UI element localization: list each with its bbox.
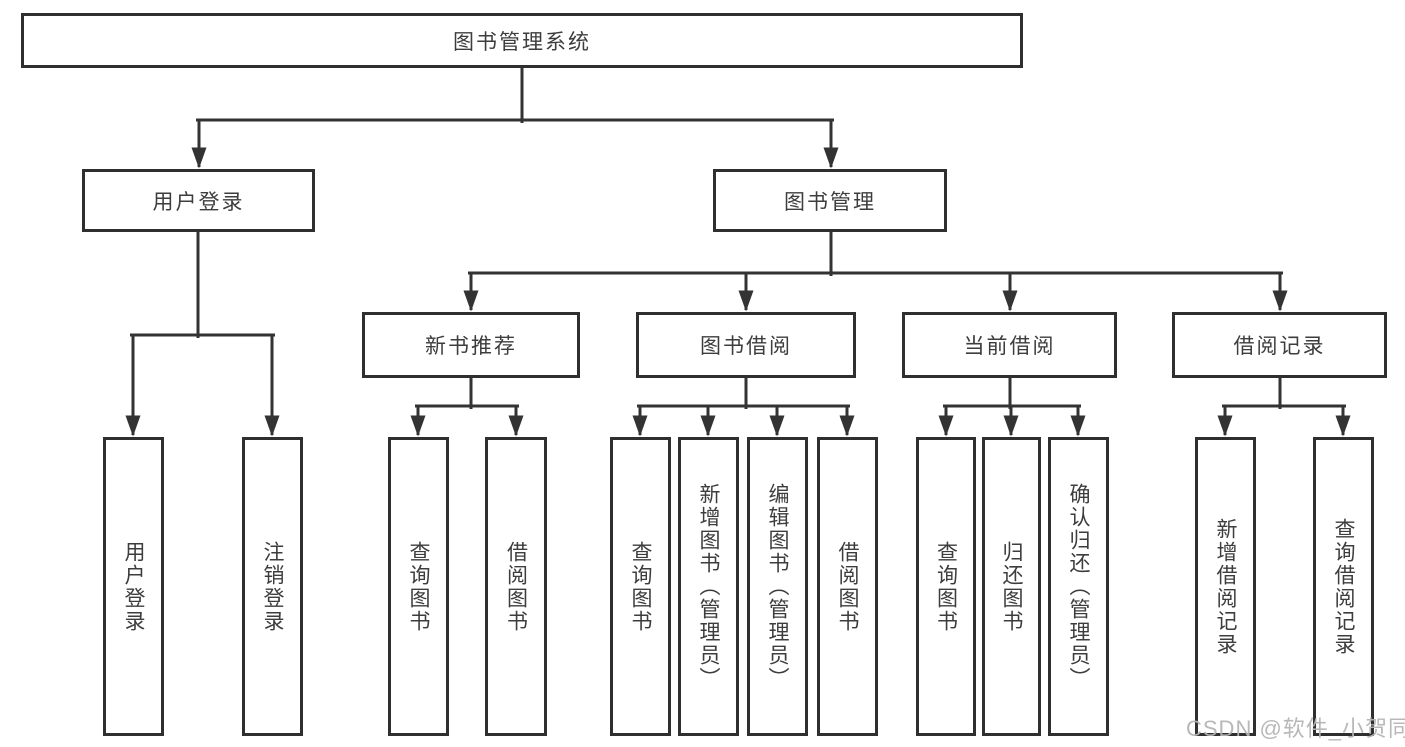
node-edit-book-admin: 编辑图书（管理员）: [747, 437, 808, 736]
node-logout-leaf: 注销登录: [242, 437, 303, 736]
node-label: 注销登录: [261, 540, 284, 633]
node-label: 编辑图书（管理员）: [766, 483, 789, 690]
node-label: 图书借阅: [700, 335, 792, 358]
node-label: 新增借阅记录: [1214, 517, 1237, 656]
node-borrowing-records: 借阅记录: [1172, 312, 1387, 378]
node-library-management-system: 图书管理系统: [21, 13, 1023, 68]
node-label: 当前借阅: [963, 335, 1056, 358]
connector-stems: [130, 66, 1346, 409]
node-label: 查询图书: [407, 540, 430, 633]
node-add-borrow-record: 新增借阅记录: [1195, 437, 1256, 736]
node-user-login-leaf: 用户登录: [103, 437, 164, 736]
node-book-management: 图书管理: [713, 169, 947, 232]
node-label: 借阅记录: [1233, 335, 1326, 358]
node-label: 确认归还（管理员）: [1067, 483, 1090, 690]
node-add-book-admin: 新增图书（管理员）: [678, 437, 739, 736]
node-label: 图书管理: [784, 190, 876, 214]
node-label: 用户登录: [152, 190, 245, 214]
connector-arrows: [125, 120, 1351, 437]
node-book-borrowing: 图书借阅: [636, 312, 856, 378]
node-borrow-book-under-recommend: 借阅图书: [485, 437, 547, 736]
node-label: 归还图书: [1000, 540, 1023, 633]
node-label: 查询图书: [934, 540, 958, 633]
node-label: 新增图书（管理员）: [697, 483, 720, 690]
csdn-watermark: CSDN @软件_小贺同学: [1186, 716, 1405, 741]
node-label: 查询借阅记录: [1332, 517, 1355, 656]
node-query-book-under-recommend: 查询图书: [388, 437, 449, 736]
node-query-book-under-borrowing: 查询图书: [610, 437, 671, 736]
node-borrow-book-under-borrowing: 借阅图书: [817, 437, 878, 736]
node-current-borrowing: 当前借阅: [902, 312, 1117, 378]
node-label: 查询图书: [629, 540, 652, 633]
node-user-login: 用户登录: [82, 169, 315, 232]
node-label: 图书管理系统: [453, 30, 591, 54]
node-label: 借阅图书: [504, 540, 528, 633]
node-confirm-return-admin: 确认归还（管理员）: [1048, 437, 1109, 736]
node-label: 用户登录: [122, 540, 145, 633]
node-new-book-recommend: 新书推荐: [362, 312, 580, 378]
node-query-book-under-current: 查询图书: [916, 437, 976, 736]
node-label: 新书推荐: [425, 335, 517, 358]
node-return-book: 归还图书: [982, 437, 1041, 736]
node-label: 借阅图书: [836, 540, 859, 633]
node-query-borrow-record: 查询借阅记录: [1313, 437, 1374, 736]
